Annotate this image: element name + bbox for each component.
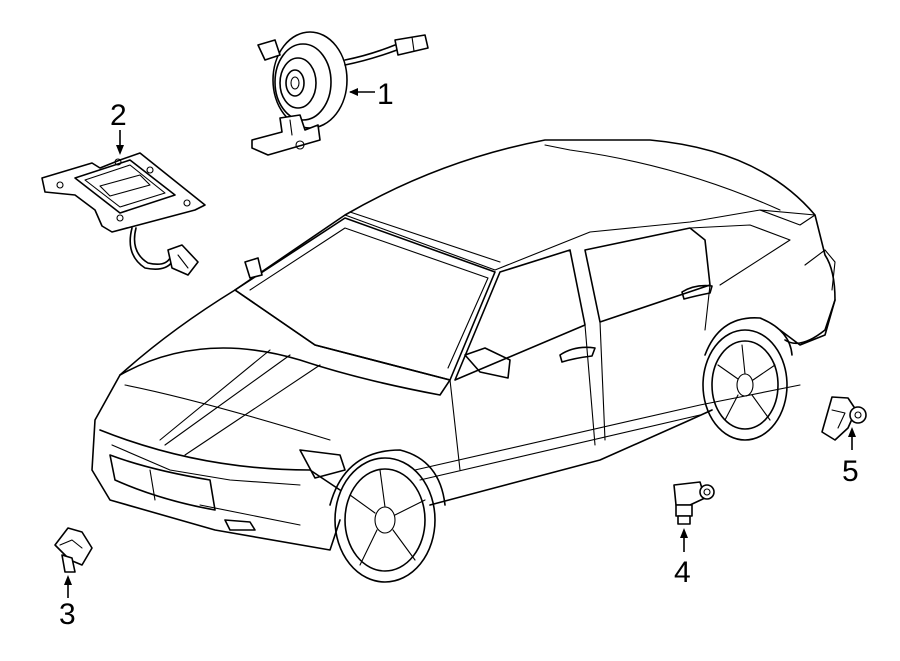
sensor-icon	[673, 481, 715, 525]
callout-number-4: 4	[674, 556, 691, 589]
horn-part: 1	[251, 31, 429, 156]
sensor-part-5: 5	[821, 396, 867, 488]
module-part: 2	[41, 99, 206, 276]
callout-number-5: 5	[842, 455, 859, 488]
callout-number-1: 1	[377, 78, 394, 111]
callout-number-2: 2	[110, 99, 127, 132]
rear-wheel	[702, 317, 793, 441]
sensor-icon	[821, 396, 867, 441]
sensor-part-3: 3	[54, 527, 93, 631]
sensor-part-4: 4	[673, 481, 715, 589]
module-bracket-icon	[41, 152, 206, 276]
horn-icon	[251, 31, 429, 156]
callout-number-3: 3	[59, 598, 76, 631]
front-wheel	[329, 449, 446, 583]
car-illustration	[91, 139, 836, 583]
sensor-icon	[54, 527, 93, 573]
